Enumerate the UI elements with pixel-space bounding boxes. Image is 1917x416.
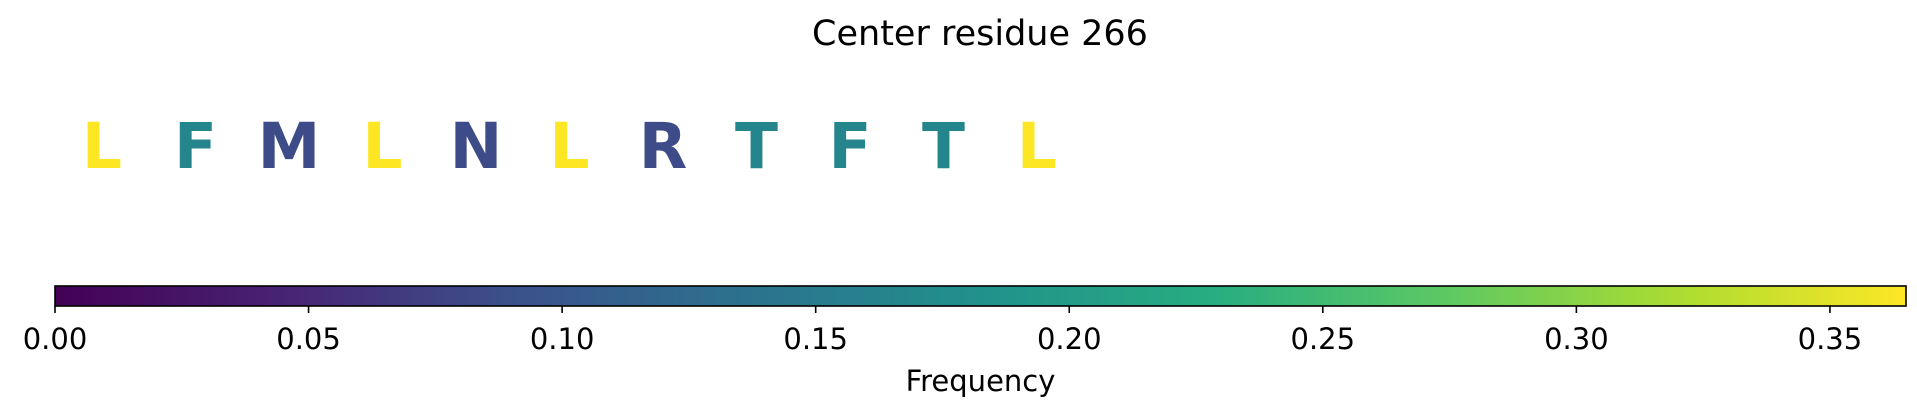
colorbar-tick-label: 0.15 <box>783 322 848 356</box>
residue-letter-6: L <box>549 110 589 183</box>
residue-letter-7: R <box>639 110 688 183</box>
residue-letter-9: F <box>828 110 871 183</box>
residue-letter-5: N <box>450 110 503 183</box>
colorbar-tick-label: 0.00 <box>23 322 88 356</box>
residue-letter-8: T <box>735 110 778 183</box>
colorbar-axis-label: Frequency <box>906 364 1056 398</box>
colorbar-tick-label: 0.20 <box>1037 322 1102 356</box>
colorbar: 0.00 0.05 0.10 0.15 0.20 0.25 0.30 0.35Frequenc… <box>23 285 1907 398</box>
residue-letter-11: L <box>1017 110 1057 183</box>
colorbar-tick-label: 0.30 <box>1544 322 1609 356</box>
residue-letter-1: L <box>82 110 122 183</box>
colorbar-tick-label: 0.35 <box>1798 322 1863 356</box>
colorbar-gradient <box>54 285 1907 307</box>
residue-letter-10: T <box>922 110 965 183</box>
colorbar-tick-label: 0.10 <box>530 322 595 356</box>
chart-title: Center residue 266 <box>812 14 1148 54</box>
residue-letter-2: F <box>174 110 217 183</box>
residue-letter-3: M <box>258 110 321 183</box>
colorbar-tick-label: 0.05 <box>276 322 341 356</box>
residue-letter-4: L <box>362 110 402 183</box>
colorbar-tick-label: 0.25 <box>1291 322 1356 356</box>
